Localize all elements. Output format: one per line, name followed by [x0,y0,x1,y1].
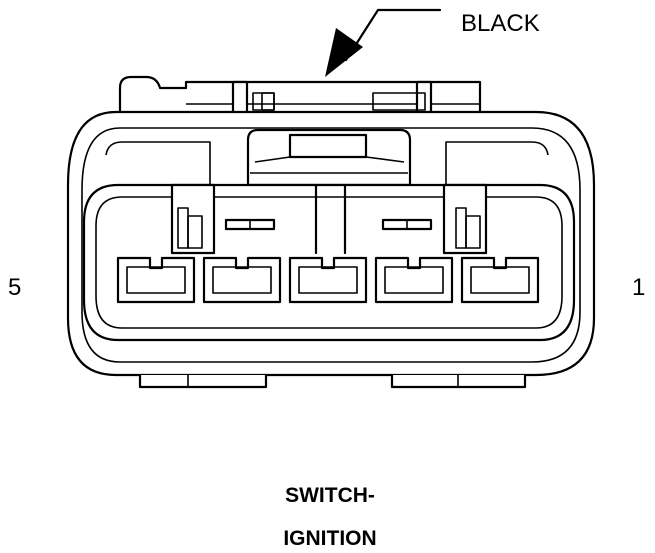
leader-arrowhead [325,28,363,77]
terminal-cavity [288,256,368,304]
leader-line [344,8,442,62]
terminal-cavity-row [116,256,540,304]
pin-number-left: 5 [8,274,21,301]
terminal-cavity [460,256,540,304]
color-label: BLACK [461,10,540,37]
connector-face [82,183,576,342]
terminal-cavity [202,256,282,304]
caption-line-2: IGNITION [283,527,376,550]
pin-number-right: 1 [632,274,645,301]
lock-ramp [105,128,549,187]
terminal-cavity [116,256,196,304]
caption-line-1: SWITCH- [285,484,375,507]
terminal-cavity [374,256,454,304]
color-callout: BLACK [325,8,540,77]
